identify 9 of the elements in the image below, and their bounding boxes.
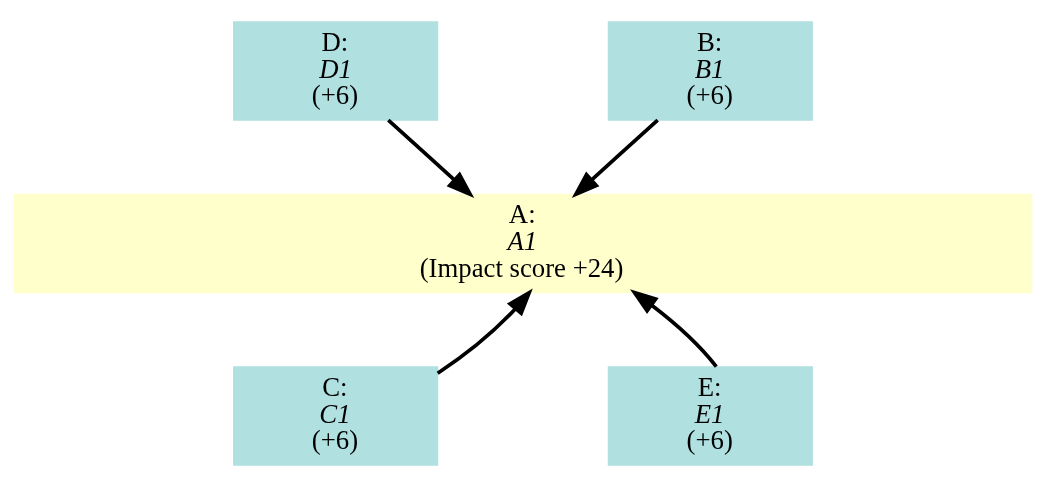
node-box: B: B1 (+6) xyxy=(607,21,813,121)
arrow xyxy=(629,289,718,368)
arrow xyxy=(436,288,533,375)
node-box: E: E1 (+6) xyxy=(607,366,813,466)
arrow xyxy=(571,118,659,198)
node-box: A: A1 (Impact score +24) xyxy=(13,193,1033,294)
node-box: C: C1 (+6) xyxy=(233,366,439,466)
node-box: D: D1 (+6) xyxy=(233,21,439,121)
arrow xyxy=(387,118,475,198)
